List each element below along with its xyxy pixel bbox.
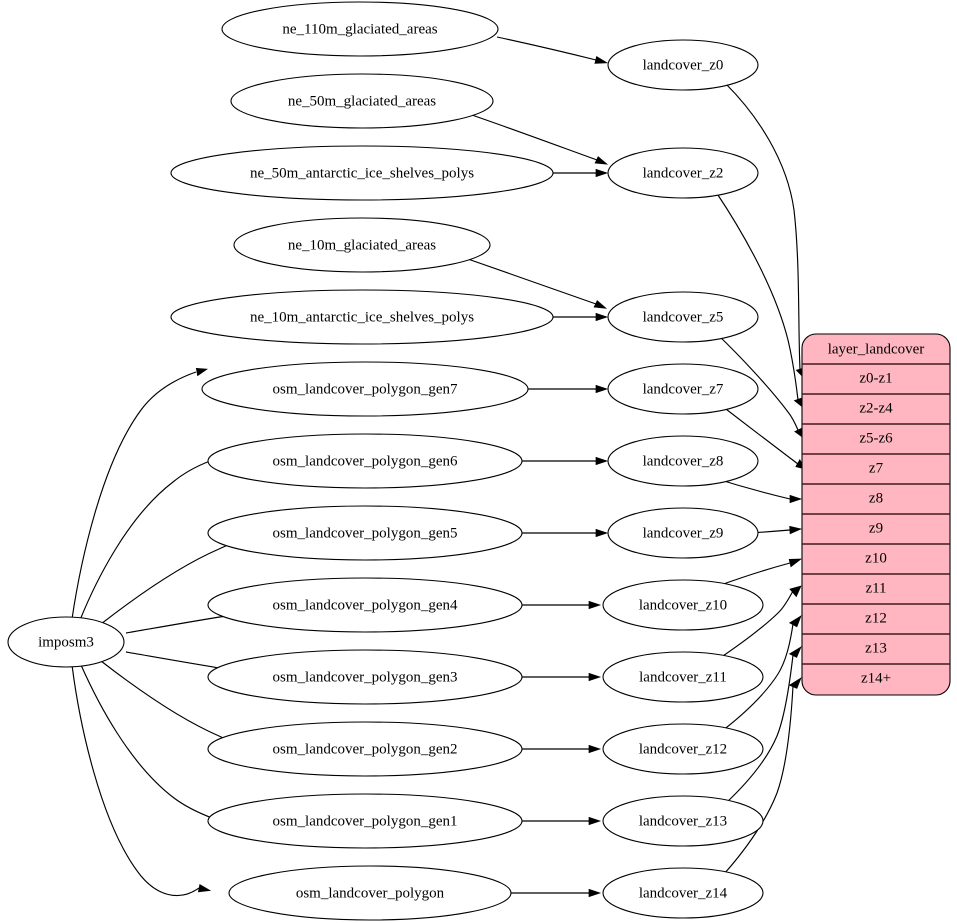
edge-ne10m-antarctic-to-z5 <box>553 312 609 322</box>
edge-ne50m-antarctic-to-z2 <box>553 168 609 178</box>
edge-group-natural-earth <box>464 36 609 322</box>
edge-ne110m-to-z0 <box>496 36 609 64</box>
node-ne_50m_antarctic_ice_shelves_polys[interactable]: ne_50m_antarctic_ice_shelves_polys <box>170 145 554 201</box>
node-landcover_z5[interactable]: landcover_z5 <box>607 291 759 343</box>
node-landcover_z13[interactable]: landcover_z13 <box>602 795 764 847</box>
node-ne_10m_glaciated_areas[interactable]: ne_10m_glaciated_areas <box>233 217 491 273</box>
node-landcover_z0[interactable]: landcover_z0 <box>607 39 759 91</box>
layer-landcover-table[interactable]: layer_landcover z0-z1 z2-z4 z5-z6 z7 z8 … <box>801 333 951 696</box>
node-landcover_z7[interactable]: landcover_z7 <box>607 363 759 415</box>
node-landcover_z11[interactable]: landcover_z11 <box>602 651 764 703</box>
node-landcover_z8[interactable]: landcover_z8 <box>607 435 759 487</box>
node-landcover_z14[interactable]: landcover_z14 <box>602 867 764 919</box>
edge-ne10m-glaciated-to-z5 <box>464 257 608 309</box>
node-osm_landcover_polygon_gen7[interactable]: osm_landcover_polygon_gen7 <box>201 361 529 417</box>
edge-z10-to-row-z10 <box>717 558 803 587</box>
edge-imposm3-to-gen6 <box>79 455 223 621</box>
node-landcover_z9[interactable]: landcover_z9 <box>607 507 759 559</box>
edge-gen3-to-z11 <box>521 672 602 682</box>
edge-z12-to-row-z12 <box>721 615 802 732</box>
node-osm_landcover_polygon_gen3[interactable]: osm_landcover_polygon_gen3 <box>207 649 523 705</box>
node-landcover_z12[interactable]: landcover_z12 <box>602 723 764 775</box>
edge-group-osm-to-landcover <box>510 384 609 898</box>
edge-gen6-to-z8 <box>521 456 609 466</box>
edge-z11-to-row-z11 <box>719 585 802 659</box>
edge-gen4-to-z10 <box>521 600 602 610</box>
node-osm_landcover_polygon_gen2[interactable]: osm_landcover_polygon_gen2 <box>207 721 523 777</box>
edge-gen7-to-z7 <box>527 384 609 394</box>
node-landcover_z10[interactable]: landcover_z10 <box>602 579 764 631</box>
node-osm_landcover_polygon_gen5[interactable]: osm_landcover_polygon_gen5 <box>207 505 523 561</box>
edge-gen1-to-z13 <box>521 816 602 826</box>
node-ne_10m_antarctic_ice_shelves_polys[interactable]: ne_10m_antarctic_ice_shelves_polys <box>170 289 554 345</box>
edge-gen2-to-z12 <box>521 744 602 754</box>
edge-gen5-to-z9 <box>521 528 609 538</box>
edge-z13-to-row-z13 <box>725 646 802 804</box>
node-ne_50m_glaciated_areas[interactable]: ne_50m_glaciated_areas <box>230 73 494 129</box>
node-ne_110m_glaciated_areas[interactable]: ne_110m_glaciated_areas <box>221 1 499 57</box>
node-landcover_z2[interactable]: landcover_z2 <box>607 147 759 199</box>
node-osm_landcover_polygon_gen4[interactable]: osm_landcover_polygon_gen4 <box>207 577 523 633</box>
edge-polygon-to-z14 <box>510 888 602 898</box>
node-imposm3[interactable]: imposm3 <box>7 616 125 668</box>
node-osm_landcover_polygon_gen1[interactable]: osm_landcover_polygon_gen1 <box>207 793 523 849</box>
edge-imposm3-to-gen7 <box>71 367 209 620</box>
node-osm_landcover_polygon[interactable]: osm_landcover_polygon <box>228 865 512 921</box>
edge-z0-to-row-z0z1 <box>725 83 806 380</box>
edge-imposm3-to-polygon <box>71 664 212 897</box>
edge-z14-to-row-z14plus <box>723 677 802 875</box>
edge-ne50m-glaciated-to-z2 <box>465 112 609 165</box>
node-osm_landcover_polygon_gen6[interactable]: osm_landcover_polygon_gen6 <box>207 433 523 489</box>
